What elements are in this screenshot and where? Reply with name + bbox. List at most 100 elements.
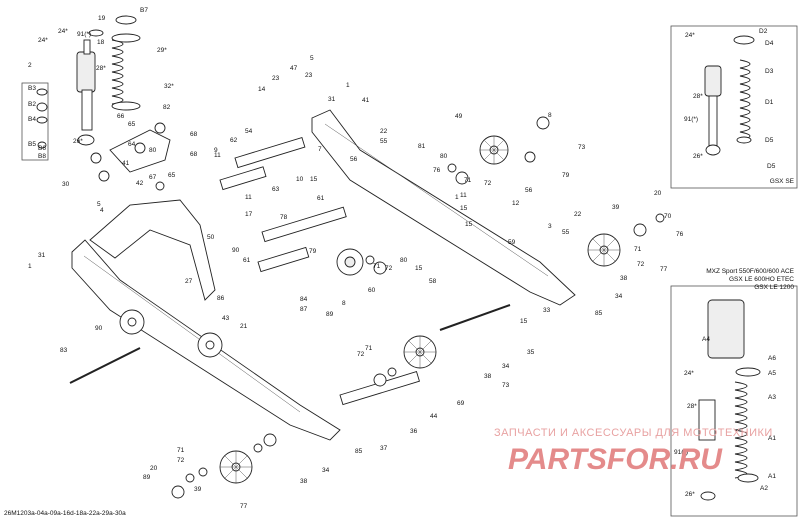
callout-label: 72: [637, 261, 645, 268]
callout-label: B4: [28, 116, 36, 123]
callout-label: 23: [272, 75, 280, 82]
callout-label: 90: [95, 325, 103, 332]
callout-label: 72: [484, 180, 492, 187]
callout-label: 81: [418, 143, 426, 150]
callout-label: B5: [28, 141, 36, 148]
callout-label: 62: [230, 137, 238, 144]
callout-label: D3: [765, 68, 774, 75]
callout-label: A1: [768, 435, 776, 442]
callout-label: 77: [660, 266, 668, 273]
callout-label: 20: [654, 190, 662, 197]
callout-label: 63: [272, 186, 280, 193]
shafts: [69, 136, 511, 406]
callout-label: 38: [300, 478, 308, 485]
callout-label: A5: [768, 370, 776, 377]
callout-label: 15: [415, 265, 423, 272]
callout-label: 15: [460, 205, 468, 212]
callout-label: 68: [190, 151, 198, 158]
callout-label: 82: [163, 104, 171, 111]
callout-label: 24*: [685, 32, 695, 39]
callout-label: A3: [768, 394, 776, 401]
callout-label: 54: [245, 128, 253, 135]
callout-label: B3: [28, 85, 36, 92]
callout-label: 61: [317, 195, 325, 202]
callout-label: 41: [122, 160, 130, 167]
inset-title-mxz-sport: MXZ Sport 550F/600/600 ACE GSX LE 600HO …: [706, 268, 794, 291]
callout-label: 31: [328, 96, 336, 103]
callout-label: 5: [310, 55, 314, 62]
b-parts-group: [36, 88, 48, 149]
callout-label: 72: [177, 457, 185, 464]
callout-label: 9: [214, 147, 218, 154]
callout-label: 44: [430, 413, 438, 420]
callout-label: 12: [512, 200, 520, 207]
callout-label: 85: [355, 448, 363, 455]
watermark-tagline: ЗАПЧАСТИ И АКСЕССУАРЫ ДЛЯ МОТОТЕХНИКИ: [494, 427, 773, 439]
callout-label: 72: [357, 351, 365, 358]
callout-label: 39: [194, 486, 202, 493]
washers: [171, 116, 665, 499]
callout-label: 60: [368, 287, 376, 294]
callout-label: 65: [128, 121, 136, 128]
callout-label: 80: [149, 147, 157, 154]
callout-label: 73: [502, 382, 510, 389]
callout-label: 71: [464, 177, 472, 184]
callout-label: 50: [207, 234, 215, 241]
callout-label: 24*: [38, 37, 48, 44]
callout-label: 23: [305, 72, 313, 79]
callout-label: 91(*): [77, 31, 91, 38]
callout-label: 8: [548, 112, 552, 119]
callout-label: 71: [373, 263, 381, 270]
inset-title-gsx-se: GSX SE: [769, 178, 794, 185]
callout-label: 7: [318, 146, 322, 153]
callout-label: 26*: [73, 138, 83, 145]
callout-label: 83: [60, 347, 68, 354]
callout-label: 71: [365, 345, 373, 352]
callout-label: A2: [760, 485, 768, 492]
callout-label: 87: [300, 306, 308, 313]
callout-label: 79: [309, 248, 317, 255]
callout-label: 28*: [693, 93, 703, 100]
callout-label: 1: [28, 263, 32, 270]
callout-label: 69: [457, 400, 465, 407]
callout-label: 80: [440, 153, 448, 160]
callout-label: 71: [177, 447, 185, 454]
callout-label: 28*: [96, 65, 106, 72]
callout-label: 24*: [58, 28, 68, 35]
idler-wheels: [119, 135, 621, 484]
callout-label: B8: [38, 153, 46, 160]
inset-box-gsx-se: [670, 25, 798, 189]
front-arm: [89, 199, 216, 301]
callout-label: 56: [525, 187, 533, 194]
callout-label: 17: [245, 211, 253, 218]
callout-label: 30: [62, 181, 70, 188]
callout-label: 29*: [157, 47, 167, 54]
callout-label: 56: [350, 156, 358, 163]
callout-label: 42: [136, 180, 144, 187]
callout-label: 1: [346, 82, 350, 89]
callout-label: 58: [429, 278, 437, 285]
callout-label: 90: [232, 247, 240, 254]
callout-label: B6: [38, 145, 46, 152]
callout-label: 38: [620, 275, 628, 282]
inset-box-mxz-sport: [670, 285, 798, 517]
callout-label: 71: [634, 246, 642, 253]
callout-label: D2: [759, 28, 768, 35]
mxz-sport-shock: [698, 299, 761, 501]
callout-label: 4: [100, 207, 104, 214]
callout-label: 72: [385, 265, 393, 272]
callout-label: 59: [508, 239, 516, 246]
callout-label: 78: [280, 214, 288, 221]
callout-label: A4: [702, 336, 710, 343]
callout-label: 76: [676, 231, 684, 238]
callout-label: 22: [380, 128, 388, 135]
callout-label: 32*: [164, 83, 174, 90]
callout-label: D5: [767, 163, 776, 170]
callout-label: 11: [245, 194, 252, 201]
callout-label: 10: [296, 176, 304, 183]
callout-label: 38: [484, 373, 492, 380]
callout-label: B2: [28, 101, 36, 108]
upper-arm-bracket: [90, 122, 171, 191]
callout-label: 77: [240, 503, 248, 510]
reference-code: 26M1203a-04a-09a-16d-18a-22a-29a-30a: [4, 510, 126, 517]
